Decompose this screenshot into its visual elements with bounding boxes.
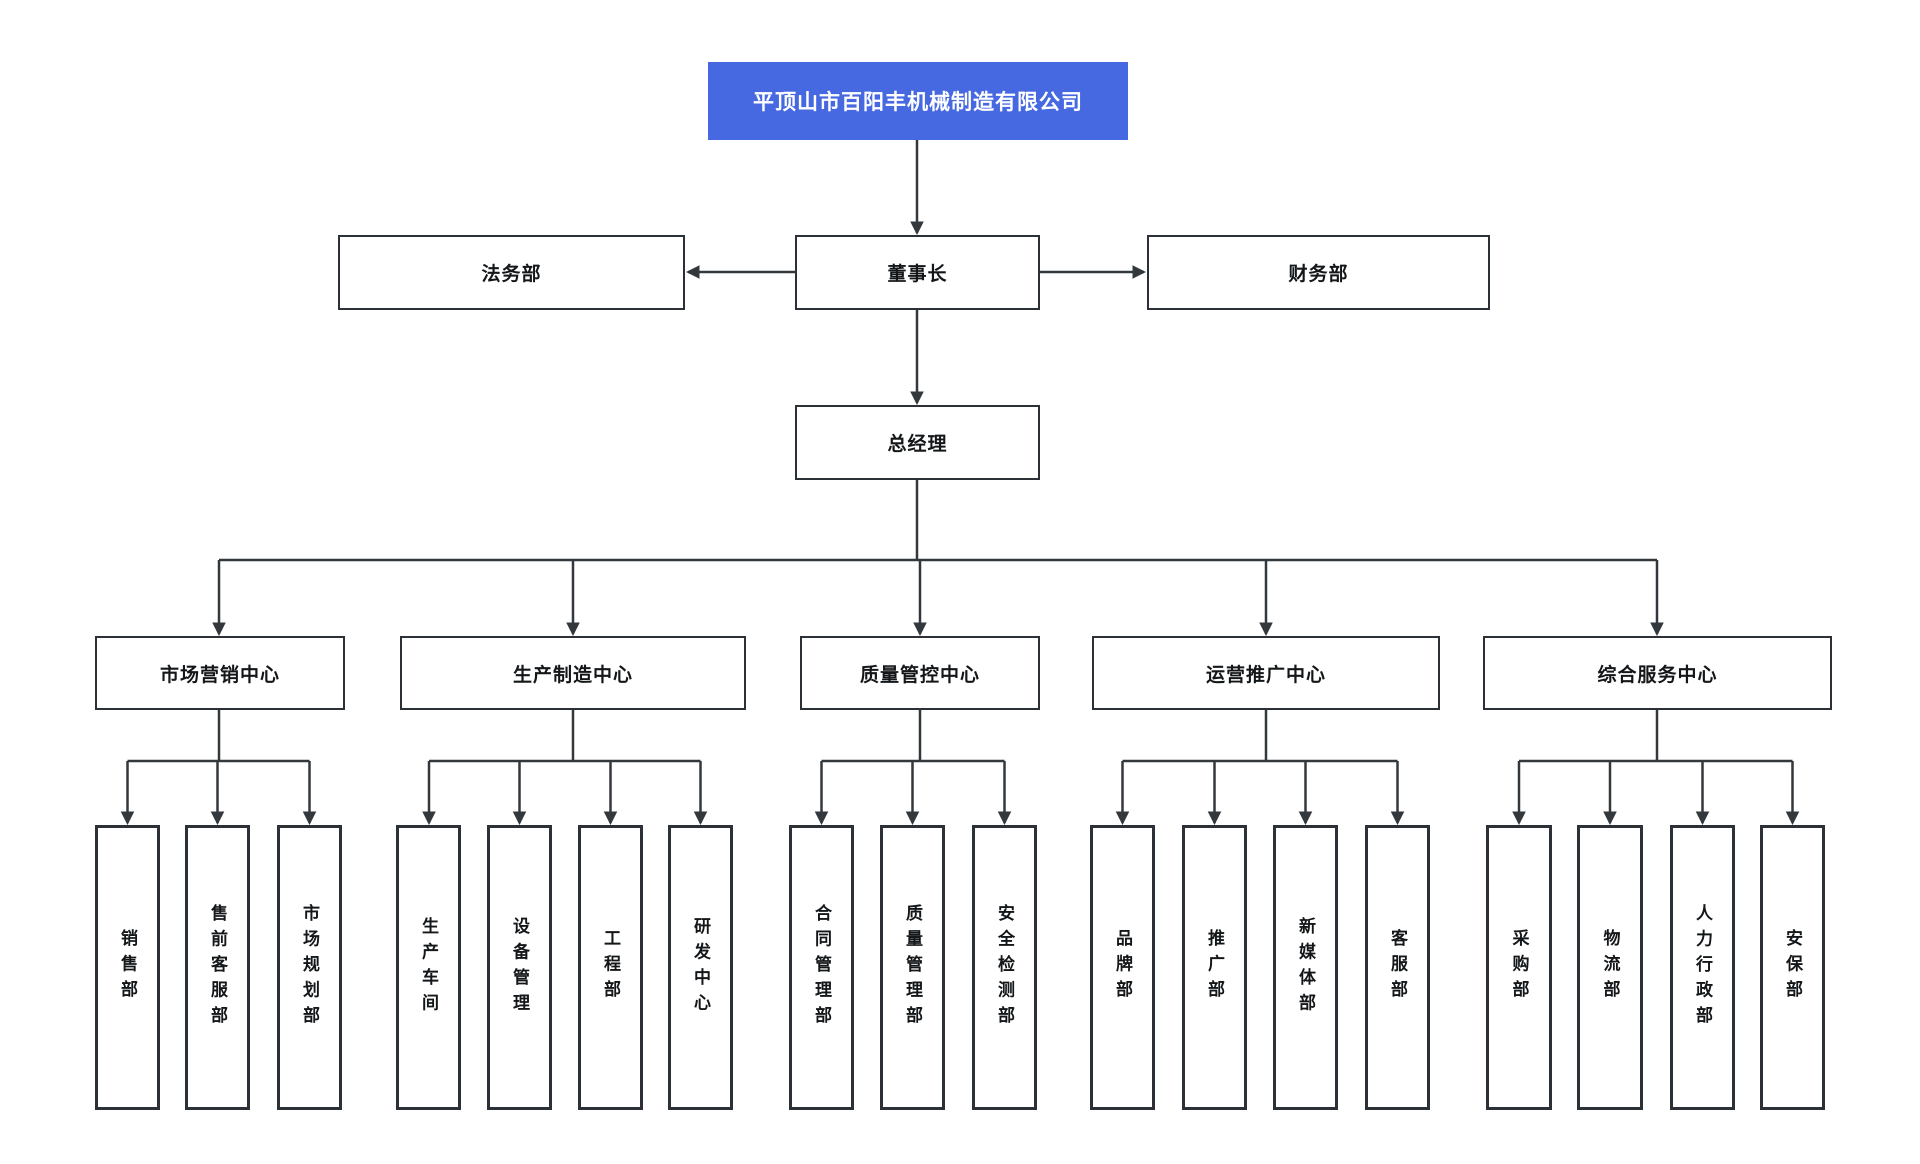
node-center-services[interactable]: 综合服务中心 bbox=[1483, 636, 1832, 710]
node-dept-rd-center[interactable]: 研发中心 bbox=[668, 825, 733, 1110]
node-legal-dept[interactable]: 法务部 bbox=[338, 235, 685, 310]
node-dept-market-planning[interactable]: 市场规划部 bbox=[277, 825, 342, 1110]
node-center-marketing[interactable]: 市场营销中心 bbox=[95, 636, 345, 710]
node-dept-safety-inspection[interactable]: 安全检测部 bbox=[972, 825, 1037, 1110]
node-dept-promotion[interactable]: 推广部 bbox=[1182, 825, 1247, 1110]
node-dept-contract-management[interactable]: 合同管理部 bbox=[789, 825, 854, 1110]
node-dept-customer-service[interactable]: 客服部 bbox=[1365, 825, 1430, 1110]
node-dept-presales-service[interactable]: 售前客服部 bbox=[185, 825, 250, 1110]
node-dept-logistics[interactable]: 物流部 bbox=[1577, 825, 1643, 1110]
node-dept-production-workshop[interactable]: 生产车间 bbox=[396, 825, 461, 1110]
node-dept-procurement[interactable]: 采购部 bbox=[1486, 825, 1552, 1110]
node-dept-new-media[interactable]: 新媒体部 bbox=[1273, 825, 1338, 1110]
node-center-production[interactable]: 生产制造中心 bbox=[400, 636, 746, 710]
node-dept-sales[interactable]: 销售部 bbox=[95, 825, 160, 1110]
node-finance-dept[interactable]: 财务部 bbox=[1147, 235, 1490, 310]
node-chairman[interactable]: 董事长 bbox=[795, 235, 1040, 310]
node-company-root[interactable]: 平顶山市百阳丰机械制造有限公司 bbox=[708, 62, 1128, 140]
node-dept-quality-management[interactable]: 质量管理部 bbox=[880, 825, 945, 1110]
node-dept-hr-admin[interactable]: 人力行政部 bbox=[1670, 825, 1735, 1110]
node-dept-security[interactable]: 安保部 bbox=[1760, 825, 1825, 1110]
node-dept-brand[interactable]: 品牌部 bbox=[1090, 825, 1155, 1110]
node-center-quality[interactable]: 质量管控中心 bbox=[800, 636, 1040, 710]
node-dept-engineering[interactable]: 工程部 bbox=[578, 825, 643, 1110]
node-center-operations[interactable]: 运营推广中心 bbox=[1092, 636, 1440, 710]
node-dept-equipment-management[interactable]: 设备管理 bbox=[487, 825, 552, 1110]
node-general-manager[interactable]: 总经理 bbox=[795, 405, 1040, 480]
